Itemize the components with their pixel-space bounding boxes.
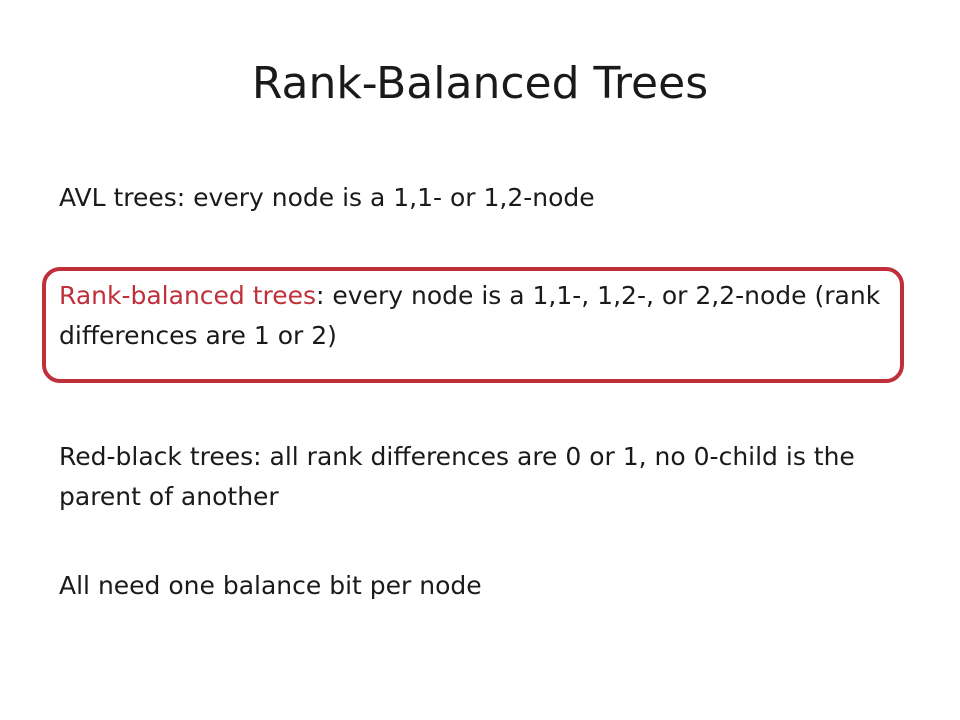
bullet-rank-balanced-trees: Rank-balanced trees: every node is a 1,1… xyxy=(59,276,889,356)
slide-title: Rank-Balanced Trees xyxy=(251,58,709,109)
bullet-text-rest: : every node is a 1,1-, 1,2-, or 2,2-nod… xyxy=(59,281,881,350)
bullet-avl-trees: AVL trees: every node is a 1,1- or 1,2-n… xyxy=(59,183,595,212)
bullet-balance-bit: All need one balance bit per node xyxy=(59,571,482,600)
bullet-red-black-trees: Red-black trees: all rank differences ar… xyxy=(59,442,855,511)
highlight-term: Rank-balanced trees xyxy=(59,281,317,310)
highlight-box xyxy=(42,267,904,383)
